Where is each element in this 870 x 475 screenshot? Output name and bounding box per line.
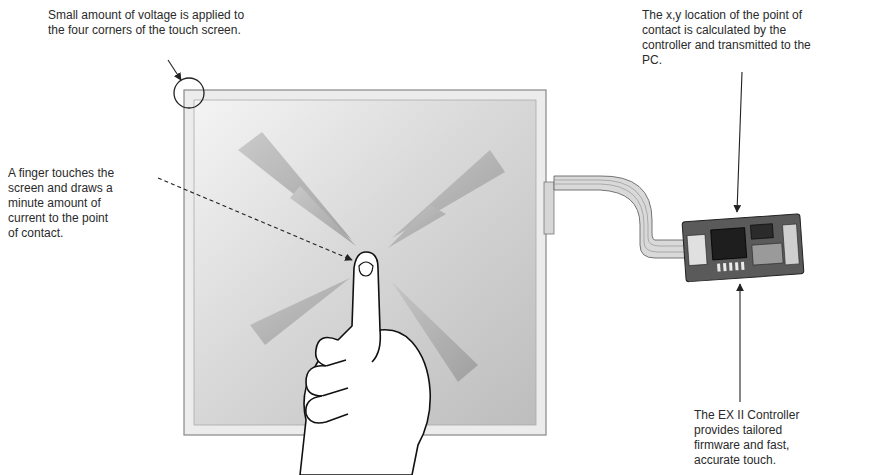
hand-outline xyxy=(300,252,430,475)
callout-text: The EX II Controller provides tailored f… xyxy=(694,408,826,468)
leader-line xyxy=(158,178,352,260)
board-connector xyxy=(782,224,799,265)
curled-finger xyxy=(316,338,346,366)
cable-connector xyxy=(544,182,554,234)
controller-component xyxy=(752,243,783,265)
fingernail xyxy=(359,262,373,276)
hand xyxy=(300,252,430,475)
cable-traces xyxy=(554,180,690,252)
controller-chip xyxy=(711,228,747,260)
ex-ii-controller xyxy=(682,214,804,282)
ray xyxy=(290,186,356,246)
ray xyxy=(388,205,446,248)
leader-line xyxy=(739,284,740,402)
leader-lines xyxy=(158,60,742,402)
callout-text: The x,y location of the point of contact… xyxy=(642,8,824,68)
callout-text: A finger touches the screen and draws a … xyxy=(8,166,120,241)
ray xyxy=(392,150,505,238)
callout-text: Small amount of voltage is applied to th… xyxy=(48,8,263,38)
curled-finger xyxy=(306,366,348,396)
leader-line xyxy=(168,60,181,80)
ray xyxy=(250,278,350,345)
cable-ribbon xyxy=(554,176,690,258)
thumb-line xyxy=(372,330,380,362)
corner-marker xyxy=(174,78,204,108)
leader-line xyxy=(737,72,742,212)
board-pins xyxy=(717,262,744,272)
controller-board xyxy=(682,214,804,282)
flex-cable xyxy=(544,176,690,258)
controller-chip xyxy=(750,224,773,240)
board-connector xyxy=(687,234,707,265)
curled-finger xyxy=(306,396,348,423)
